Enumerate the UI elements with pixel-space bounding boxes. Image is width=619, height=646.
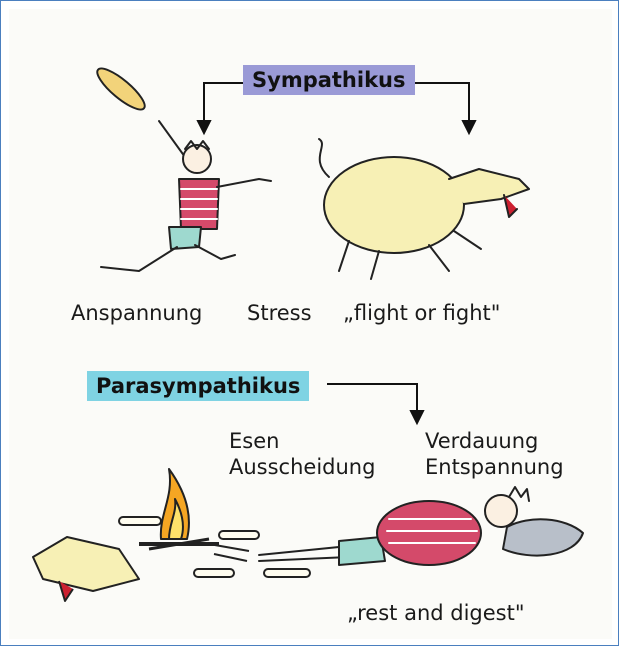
caption-rest-and-digest: „rest and digest" <box>347 601 525 625</box>
parasympathikus-label: Parasympathikus <box>87 371 309 401</box>
parasympathikus-arrow <box>327 384 423 423</box>
boar-tail <box>319 139 329 177</box>
caption-verdauung: Verdauung <box>425 429 538 453</box>
sympathikus-label: Sympathikus <box>243 65 415 95</box>
caption-ausscheidung: Ausscheidung <box>229 455 375 479</box>
boar-tongue <box>504 195 517 217</box>
caption-anspannung: Anspannung <box>71 301 202 325</box>
sleeping-man-illustration <box>259 487 583 565</box>
caption-stress: Stress <box>247 301 312 325</box>
man-head <box>485 495 517 527</box>
boar-body <box>324 157 464 253</box>
club <box>92 63 150 115</box>
figure-page: Sympathikus Parasympathikus Anspannung S… <box>9 9 612 639</box>
man-belly <box>377 501 481 565</box>
boar-illustration <box>319 139 529 279</box>
dead-boar-head <box>33 537 139 601</box>
arrowhead-right <box>463 121 475 133</box>
campfire-illustration <box>139 469 219 549</box>
caveman-shirt <box>179 179 219 229</box>
arrowhead-left <box>198 121 210 133</box>
caption-entspannung: Entspannung <box>425 455 564 479</box>
bones-illustration <box>119 517 310 577</box>
pillow <box>503 519 583 555</box>
caption-flight-or-fight: „flight or fight" <box>343 301 500 325</box>
boar-head <box>449 169 529 204</box>
caption-essen: Esen <box>229 429 279 453</box>
